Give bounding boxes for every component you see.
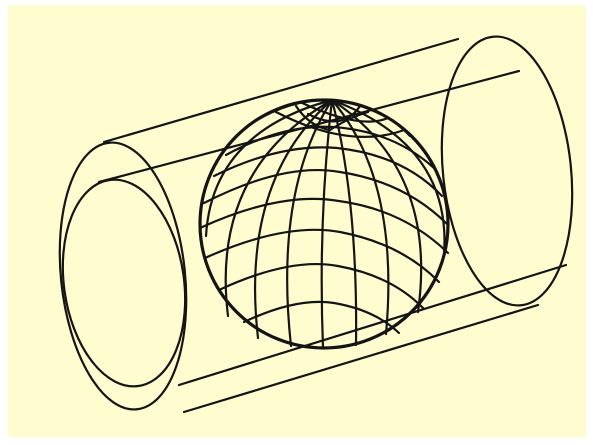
diagram-background <box>8 5 586 437</box>
globe-cylinder-diagram <box>8 5 586 437</box>
diagram-panel <box>8 5 586 437</box>
